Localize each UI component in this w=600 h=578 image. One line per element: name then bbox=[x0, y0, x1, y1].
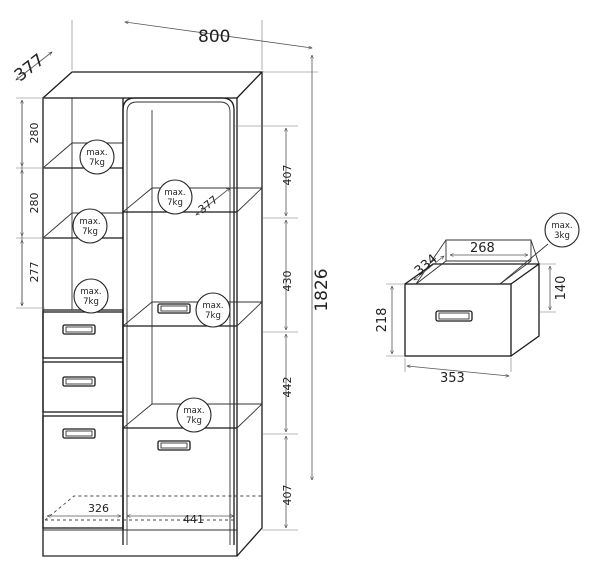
left-height-2: 280 bbox=[28, 193, 41, 214]
drawer-inner-depth: 334 bbox=[412, 252, 441, 279]
svg-text:max.: max. bbox=[164, 188, 185, 198]
load-badge-4: max. 7kg bbox=[157, 179, 193, 215]
svg-text:7kg: 7kg bbox=[186, 416, 202, 426]
svg-text:7kg: 7kg bbox=[167, 198, 183, 208]
depth-label: 377 bbox=[11, 50, 49, 86]
load-badge-1: max. 7kg bbox=[79, 139, 115, 175]
drawer-outer-height: 218 bbox=[375, 308, 390, 333]
load-badge-5: max. 7kg bbox=[195, 292, 231, 328]
load-badge-3: max. 7kg bbox=[73, 278, 109, 314]
svg-text:max.: max. bbox=[79, 217, 100, 227]
bottom-right-width: 441 bbox=[183, 513, 204, 526]
right-height-2: 430 bbox=[281, 271, 294, 292]
drawer-dimensions: 268 334 353 218 140 bbox=[375, 241, 569, 386]
drawer-inner-width: 268 bbox=[470, 241, 495, 256]
svg-text:max.: max. bbox=[551, 221, 572, 231]
svg-text:7kg: 7kg bbox=[82, 227, 98, 237]
svg-text:7kg: 7kg bbox=[89, 158, 105, 168]
wardrobe-dimensions: 800 377 1826 280 280 277 407 430 442 407 bbox=[11, 20, 332, 531]
left-height-3: 277 bbox=[28, 262, 41, 283]
drawer-inner-height: 140 bbox=[554, 276, 569, 301]
height-label: 1826 bbox=[312, 268, 332, 311]
svg-text:max.: max. bbox=[202, 301, 223, 311]
shelf-depth-label: 377 bbox=[196, 193, 221, 216]
left-height-1: 280 bbox=[28, 123, 41, 144]
width-label: 800 bbox=[198, 27, 230, 47]
right-height-4: 407 bbox=[281, 485, 294, 506]
svg-text:max.: max. bbox=[183, 406, 204, 416]
svg-text:7kg: 7kg bbox=[205, 311, 221, 321]
right-height-1: 407 bbox=[281, 165, 294, 186]
svg-text:3kg: 3kg bbox=[554, 231, 570, 241]
svg-text:7kg: 7kg bbox=[83, 297, 99, 307]
svg-text:max.: max. bbox=[86, 148, 107, 158]
drawer-outer-width: 353 bbox=[440, 371, 465, 386]
wardrobe-drawing bbox=[42, 71, 264, 557]
load-badge-2: max. 7kg bbox=[72, 208, 108, 244]
bottom-left-width: 326 bbox=[88, 502, 109, 515]
svg-text:max.: max. bbox=[80, 287, 101, 297]
right-height-3: 442 bbox=[281, 377, 294, 398]
drawer-load-badge: max. 3kg bbox=[544, 212, 580, 248]
load-badge-6: max. 7kg bbox=[176, 397, 212, 433]
